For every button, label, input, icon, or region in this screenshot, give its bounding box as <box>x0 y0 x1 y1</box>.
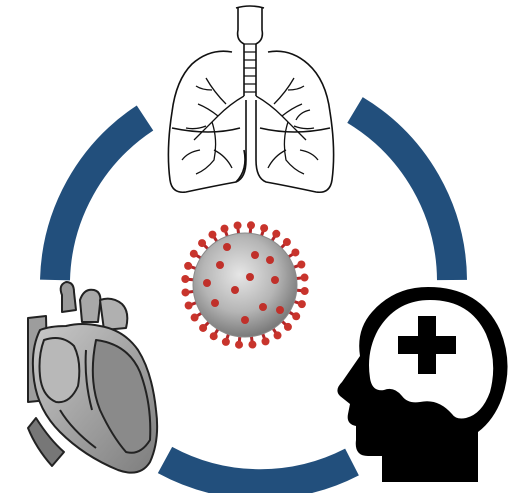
heart-icon <box>28 282 157 473</box>
ring-arc-right <box>355 110 452 280</box>
ring-arc-bottom <box>165 460 352 484</box>
mental-health-head-icon <box>337 287 507 482</box>
ring-arc-left <box>55 118 145 280</box>
coronavirus-icon <box>181 221 308 348</box>
lungs-icon <box>168 6 333 192</box>
